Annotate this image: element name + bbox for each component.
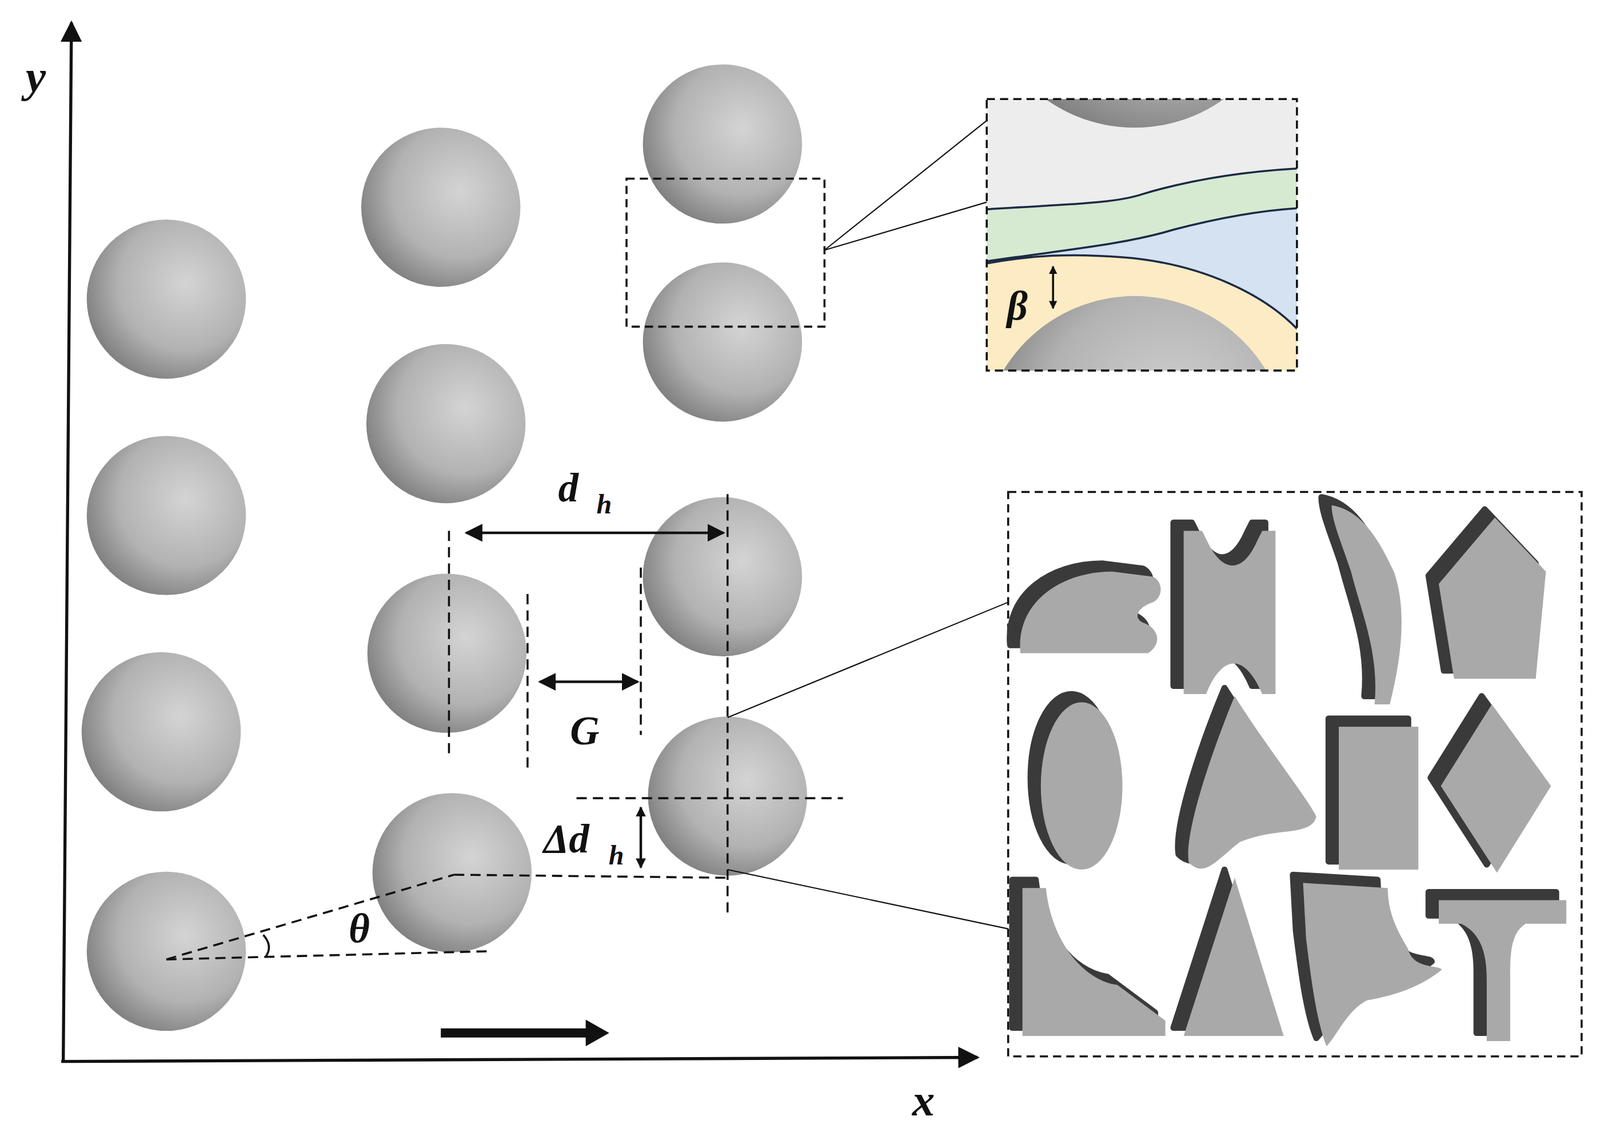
dimension-lines: [166, 493, 844, 960]
dimension-label: d: [556, 466, 582, 510]
axis-label: x: [910, 1076, 938, 1124]
flow-arrow: [440, 1019, 610, 1046]
dimension-label: G: [567, 709, 602, 753]
shape-catalogue: [727, 492, 1582, 1057]
dimension-label: Δd: [541, 817, 592, 861]
axes: [61, 22, 978, 1061]
axis-label: y: [23, 52, 49, 101]
dimension-subscript: h: [606, 840, 627, 871]
spheres: [81, 64, 808, 1031]
dimension-subscript: h: [593, 489, 614, 520]
angle-label: θ: [346, 907, 373, 951]
thickness-label: β: [1004, 284, 1031, 328]
